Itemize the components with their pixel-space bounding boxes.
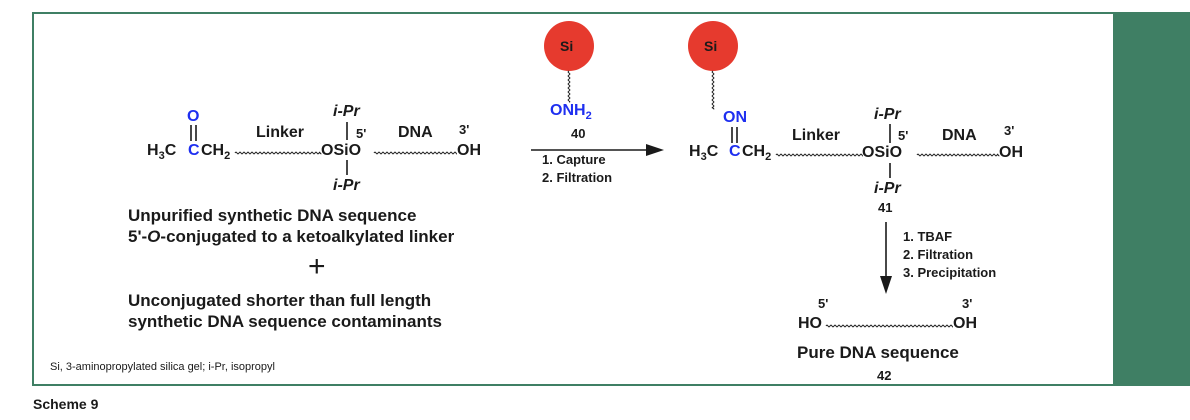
description-line-4: synthetic DNA sequence contaminants: [128, 312, 442, 331]
product-silyl-ether: OSiO: [862, 144, 903, 161]
reactant-linker-label: Linker: [256, 124, 305, 141]
reagent-compound-number: 40: [571, 126, 586, 141]
reactant-dna-label: DNA: [398, 124, 433, 141]
reagent-bead-label: Si: [560, 38, 574, 54]
deprotection-arrow-head: [880, 276, 892, 294]
deprotection-step-1: 1. TBAF: [903, 229, 953, 244]
footnote: Si, 3-aminopropylated silica gel; i-Pr, …: [50, 361, 275, 373]
final-product-label: Pure DNA sequence: [797, 343, 959, 362]
reactant-three-prime: 3': [459, 122, 470, 137]
final-ho: HO: [798, 315, 822, 332]
scheme-frame: [32, 12, 1115, 386]
product-bead-label: Si: [704, 38, 718, 54]
reactant-hydroxyl: OH: [457, 142, 481, 159]
reactant-carbonyl-carbon: C: [188, 142, 200, 159]
final-dna-squiggle: [825, 324, 953, 328]
product-dna-squiggle: [916, 153, 1000, 157]
product-ipr-bottom: i-Pr: [874, 180, 901, 197]
product-methylene: CH2: [742, 143, 772, 164]
side-panel: [1115, 12, 1190, 386]
reactant-carbonyl-oxygen: O: [187, 108, 200, 125]
product-three-prime: 3': [1004, 123, 1015, 138]
reagent-step-2: 2. Filtration: [542, 170, 613, 185]
product-five-prime: 5': [898, 128, 909, 143]
description-line-1: Unpurified synthetic DNA sequence: [128, 206, 417, 225]
deprotection-step-2: 2. Filtration: [903, 247, 974, 262]
final-five-prime: 5': [818, 296, 829, 311]
reactant-dna-squiggle: [373, 151, 457, 155]
deprotection-step-3: 3. Precipitation: [903, 265, 997, 280]
reactant-methylene: CH2: [201, 142, 231, 163]
product-imine-carbon: C: [729, 143, 741, 160]
product-dna-label: DNA: [942, 127, 977, 144]
scheme-caption: Scheme 9: [33, 396, 99, 412]
final-oh: OH: [953, 315, 977, 332]
product-linker-squiggle: [775, 153, 863, 157]
product-compound-number: 41: [878, 200, 893, 215]
plus-sign: +: [308, 250, 326, 283]
reactant-five-prime: 5': [356, 126, 367, 141]
product-oxime-on: ON: [723, 109, 747, 126]
product-tether-squiggle: [711, 70, 715, 110]
description-line-3: Unconjugated shorter than full length: [128, 291, 432, 310]
final-three-prime: 3': [962, 296, 973, 311]
description-line-2: 5'-O-conjugated to a ketoalkylated linke…: [128, 227, 455, 246]
reagent-aminooxy: ONH2: [550, 102, 592, 123]
reactant-methyl: H3C: [147, 142, 177, 163]
product-ipr-top: i-Pr: [874, 106, 901, 123]
product-linker-label: Linker: [792, 127, 841, 144]
reactant-linker-squiggle: [234, 151, 322, 155]
reaction-arrow-head: [646, 144, 664, 156]
final-compound-number: 42: [877, 368, 892, 383]
reagent-tether-squiggle: [567, 70, 571, 103]
reactant-silyl-ether: OSiO: [321, 142, 362, 159]
product-hydroxyl: OH: [999, 144, 1023, 161]
reactant-ipr-top: i-Pr: [333, 103, 360, 120]
product-methyl: H3C: [689, 143, 719, 164]
reagent-silica-bead: [544, 21, 594, 71]
product-silica-bead: [688, 21, 738, 71]
reagent-step-1: 1. Capture: [542, 152, 606, 167]
reactant-ipr-bottom: i-Pr: [333, 177, 360, 194]
